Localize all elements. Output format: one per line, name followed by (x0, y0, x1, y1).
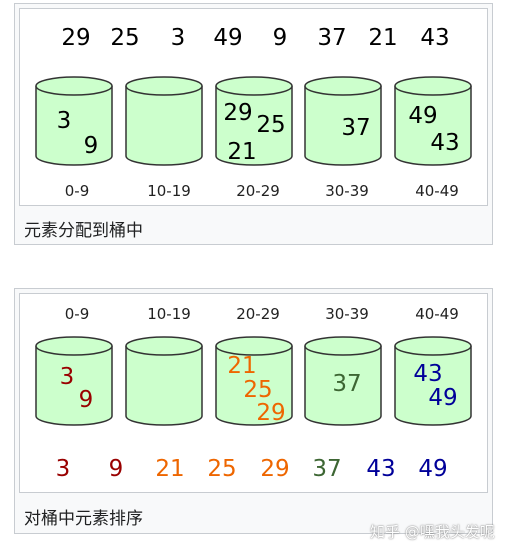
input-number: 37 (317, 25, 346, 51)
output-number: 21 (155, 456, 184, 482)
output-number: 37 (312, 456, 341, 482)
bucket-sorting-figure: 0-9 10-19 20-29 30-39 40-49 (19, 293, 488, 493)
bucket-item: 25 (256, 112, 285, 138)
bucket-10-19 (125, 336, 203, 426)
bucket-range-label: 20-29 (236, 305, 280, 323)
output-number: 9 (109, 456, 124, 482)
input-number: 21 (368, 25, 397, 51)
bucket-distribution-diagram: 29 25 3 49 9 37 21 43 (35, 25, 472, 200)
input-number: 9 (273, 25, 288, 51)
figure-caption: 元素分配到桶中 (24, 221, 143, 241)
bucket-20-29 (215, 76, 293, 166)
bucket-range-label: 20-29 (236, 182, 280, 200)
bucket-item: 49 (428, 385, 457, 411)
bucket-0-9 (35, 76, 113, 166)
output-number: 29 (260, 456, 289, 482)
bucket-40-49 (394, 76, 472, 166)
bucket-range-label: 10-19 (147, 182, 191, 200)
bucket-10-19 (125, 76, 203, 166)
output-number: 3 (56, 456, 71, 482)
bucket-range-label: 0-9 (65, 305, 90, 323)
bucket-sorting-panel: 0-9 10-19 20-29 30-39 40-49 (14, 288, 493, 534)
bucket-item: 37 (332, 371, 361, 397)
bucket-range-label: 40-49 (415, 182, 459, 200)
input-number: 43 (420, 25, 449, 51)
bucket-range-label: 30-39 (325, 305, 369, 323)
watermark: 知乎 @嘿我头发呢 (370, 523, 495, 541)
bucket-item: 9 (84, 133, 99, 159)
figure-caption: 对桶中元素排序 (24, 509, 143, 529)
bucket-item: 43 (413, 361, 442, 387)
output-number: 43 (366, 456, 395, 482)
input-number: 3 (171, 25, 186, 51)
bucket-range-label: 30-39 (325, 182, 369, 200)
bucket-30-39 (304, 76, 382, 166)
bucket-range-label: 40-49 (415, 305, 459, 323)
input-number: 25 (110, 25, 139, 51)
bucket-distribution-panel: 29 25 3 49 9 37 21 43 (14, 3, 493, 245)
bucket-item: 49 (408, 103, 437, 129)
bucket-40-49 (394, 336, 472, 426)
bucket-item: 9 (79, 387, 94, 413)
bucket-item: 21 (227, 139, 256, 165)
bucket-item: 25 (243, 377, 272, 403)
bucket-item: 43 (430, 130, 459, 156)
bucket-item: 21 (227, 353, 256, 379)
bucket-item: 3 (60, 364, 75, 390)
bucket-30-39 (304, 336, 382, 426)
input-number: 29 (61, 25, 90, 51)
bucket-item: 29 (223, 100, 252, 126)
bucket-item: 29 (256, 400, 285, 426)
input-number: 49 (213, 25, 242, 51)
output-number: 49 (418, 456, 447, 482)
bucket-item: 3 (57, 108, 72, 134)
bucket-range-label: 10-19 (147, 305, 191, 323)
bucket-sorting-diagram: 0-9 10-19 20-29 30-39 40-49 (35, 305, 472, 482)
bucket-item: 37 (341, 115, 370, 141)
bucket-range-label: 0-9 (65, 182, 90, 200)
bucket-20-29 (215, 336, 293, 426)
bucket-0-9 (35, 336, 113, 426)
output-number: 25 (207, 456, 236, 482)
bucket-distribution-figure: 29 25 3 49 9 37 21 43 (19, 8, 488, 206)
